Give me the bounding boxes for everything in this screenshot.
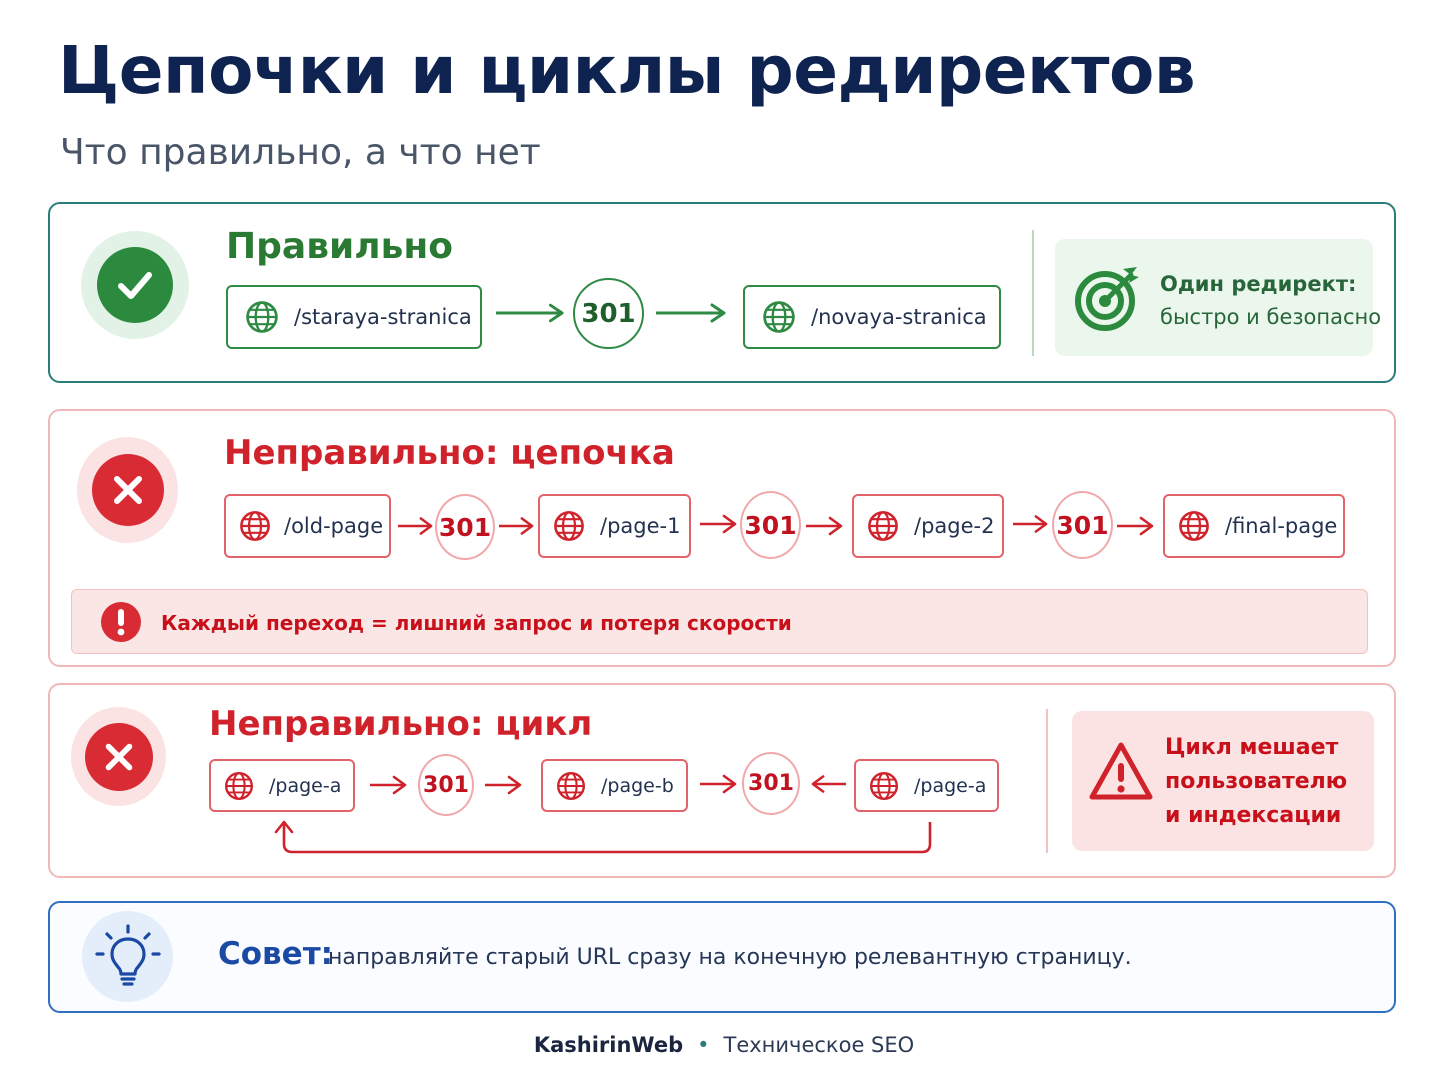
chain-url-box: /page-1 bbox=[538, 494, 691, 558]
globe-icon bbox=[1177, 509, 1211, 543]
correct-note-title: Один редирект: bbox=[1160, 272, 1357, 296]
page-title: Цепочки и циклы редиректов bbox=[58, 32, 1196, 109]
globe-icon bbox=[238, 509, 272, 543]
loop-url-box: /page-a bbox=[209, 759, 355, 812]
globe-icon bbox=[223, 770, 255, 802]
tip-text: направляйте старый URL сразу на конечную… bbox=[328, 945, 1132, 970]
chain-url-label: /page-2 bbox=[914, 514, 995, 538]
globe-icon bbox=[868, 770, 900, 802]
chain-status-badge bbox=[77, 437, 178, 543]
chain-warning-text: Каждый переход = лишний запрос и потеря … bbox=[161, 611, 792, 635]
chain-redirect-code: 301 bbox=[740, 491, 801, 559]
globe-icon bbox=[552, 509, 586, 543]
arrow-right-icon bbox=[398, 516, 434, 536]
arrow-left-icon bbox=[810, 774, 846, 794]
chain-redirect-code: 301 bbox=[435, 494, 495, 560]
loop-url-label: /page-a bbox=[914, 774, 987, 797]
globe-icon bbox=[761, 299, 797, 335]
chain-heading: Неправильно: цепочка bbox=[224, 433, 675, 473]
arrow-right-icon bbox=[369, 775, 409, 795]
chain-url-box: /final-page bbox=[1163, 494, 1345, 558]
chain-url-label: /page-1 bbox=[600, 514, 681, 538]
loop-heading: Неправильно: цикл bbox=[209, 704, 593, 744]
x-icon bbox=[105, 743, 132, 770]
loop-status-badge bbox=[71, 707, 166, 806]
footer-separator: • bbox=[697, 1033, 710, 1057]
arrow-right-icon bbox=[700, 514, 738, 534]
loop-note-text: Цикл мешает пользователю и индексации bbox=[1165, 735, 1348, 828]
globe-icon bbox=[866, 509, 900, 543]
x-icon bbox=[113, 476, 142, 504]
loop-back-arrow bbox=[274, 820, 932, 854]
arrow-right-icon bbox=[806, 516, 844, 536]
footer: KashirinWeb • Техническое SEO bbox=[0, 1033, 1448, 1057]
loop-url-label: /page-b bbox=[601, 774, 674, 797]
globe-icon bbox=[244, 299, 280, 335]
arrow-right-icon bbox=[656, 303, 728, 323]
check-icon bbox=[118, 272, 152, 299]
lightbulb-icon bbox=[94, 923, 161, 986]
chain-url-label: /old-page bbox=[284, 514, 384, 538]
chain-url-box: /old-page bbox=[224, 494, 391, 558]
exclamation-icon bbox=[101, 602, 141, 642]
arrow-right-icon bbox=[496, 303, 566, 323]
chain-warning: Каждый переход = лишний запрос и потеря … bbox=[71, 589, 1368, 654]
loop-note: Цикл мешает пользователю и индексации bbox=[1072, 711, 1374, 851]
chain-url-box: /page-2 bbox=[852, 494, 1004, 558]
loop-redirect-code: 301 bbox=[418, 754, 474, 816]
target-icon bbox=[1075, 267, 1139, 331]
tip-badge bbox=[82, 911, 173, 1002]
arrow-right-icon bbox=[499, 516, 535, 536]
loop-url-label: /page-a bbox=[269, 774, 342, 797]
loop-url-box: /page-a bbox=[854, 759, 999, 812]
correct-status-badge bbox=[81, 231, 189, 339]
correct-to-url: /novaya-stranica bbox=[743, 285, 1001, 349]
globe-icon bbox=[555, 770, 587, 802]
correct-note-text: быстро и безопасно bbox=[1160, 305, 1382, 329]
tip-panel bbox=[48, 901, 1396, 1013]
loop-redirect-code: 301 bbox=[742, 752, 800, 815]
correct-from-url: /staraya-stranica bbox=[226, 285, 482, 349]
correct-from-url-label: /staraya-stranica bbox=[294, 305, 472, 329]
arrow-right-icon bbox=[1117, 516, 1155, 536]
warning-triangle-icon bbox=[1089, 742, 1153, 800]
arrow-right-icon bbox=[700, 774, 738, 794]
correct-redirect-code: 301 bbox=[573, 278, 644, 349]
footer-brand: KashirinWeb bbox=[533, 1033, 684, 1057]
footer-section: Техническое SEO bbox=[723, 1033, 915, 1057]
loop-url-box: /page-b bbox=[541, 759, 688, 812]
divider bbox=[1032, 230, 1034, 356]
page-subtitle: Что правильно, а что нет bbox=[60, 132, 541, 173]
correct-to-url-label: /novaya-stranica bbox=[811, 305, 987, 329]
correct-heading: Правильно bbox=[226, 226, 453, 267]
chain-url-label: /final-page bbox=[1225, 514, 1338, 538]
correct-note: Один редирект: быстро и безопасно bbox=[1055, 239, 1381, 356]
divider bbox=[1046, 709, 1048, 853]
tip-label: Совет: bbox=[218, 936, 334, 972]
arrow-right-icon bbox=[484, 775, 524, 795]
arrow-right-icon bbox=[1013, 514, 1049, 534]
chain-redirect-code: 301 bbox=[1052, 491, 1113, 559]
